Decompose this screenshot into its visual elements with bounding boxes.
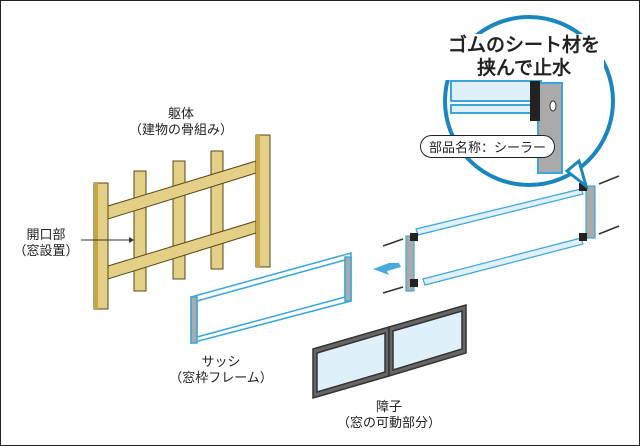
screws bbox=[382, 175, 620, 294]
callout-heading-line2: 挟んで止水 bbox=[476, 57, 572, 79]
sash-title: サッシ bbox=[201, 355, 241, 370]
callout-heading-line1: ゴムのシート材を bbox=[448, 34, 601, 56]
opening-label: 開口部 （窓設置） bbox=[11, 228, 81, 260]
shoji-title: 障子 bbox=[375, 400, 402, 415]
wood-post bbox=[133, 150, 224, 292]
sash-frame bbox=[190, 252, 352, 344]
callout-heading: ゴムのシート材を 挟んで止水 bbox=[444, 34, 605, 80]
insert-arrow-icon bbox=[373, 263, 401, 275]
building-frame bbox=[93, 134, 271, 310]
shoji-label: 障子 （窓の可動部分） bbox=[329, 400, 449, 432]
frame-label: 躯体 （建物の骨組み） bbox=[121, 107, 241, 139]
part-name-label: 部品名称：シーラー bbox=[420, 135, 556, 158]
opening-subtitle: （窓設置） bbox=[13, 244, 79, 259]
shoji-subtitle: （窓の可動部分） bbox=[336, 416, 441, 431]
frame-title: 躯体 bbox=[167, 107, 194, 122]
sash-subtitle: （窓枠フレーム） bbox=[169, 371, 273, 386]
opening-title: 開口部 bbox=[26, 228, 66, 243]
sash-label: サッシ （窓枠フレーム） bbox=[161, 355, 281, 387]
shoji bbox=[312, 304, 467, 399]
frame-subtitle: （建物の骨組み） bbox=[128, 123, 233, 138]
sash-parts bbox=[405, 183, 596, 292]
